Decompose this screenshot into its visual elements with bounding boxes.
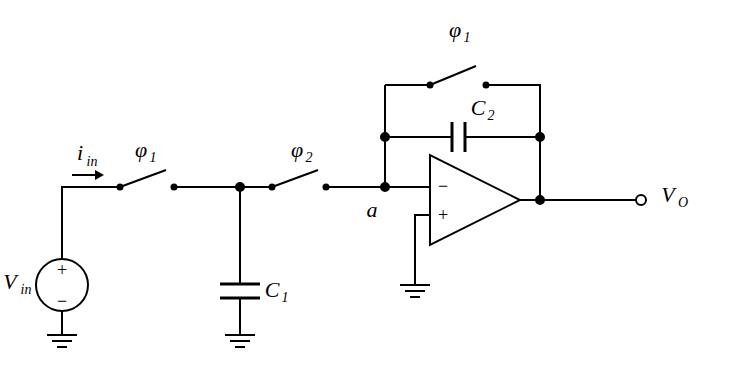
component-name: C — [265, 279, 280, 301]
op-amp — [430, 155, 520, 245]
arrow-head — [95, 170, 104, 180]
signal-name: V — [661, 184, 674, 206]
wire — [415, 215, 430, 285]
current-name: i — [77, 142, 83, 164]
switch — [270, 170, 329, 190]
node-name: a — [367, 199, 378, 221]
subscript: in — [21, 283, 32, 297]
wire — [174, 186, 270, 188]
pin-sign: + — [438, 206, 448, 224]
wire — [465, 136, 540, 138]
current-arrow — [72, 174, 98, 176]
signal-name: V — [3, 271, 16, 293]
subscript: 1 — [282, 291, 289, 305]
switch — [428, 66, 489, 88]
polarity-sign: + — [57, 261, 67, 279]
wire — [385, 84, 430, 86]
ground-symbol — [47, 335, 77, 347]
wire — [385, 136, 452, 138]
component-name: C — [471, 97, 486, 119]
clock-phase: φ — [449, 19, 461, 41]
subscript: O — [678, 196, 688, 210]
polarity-sign: − — [57, 292, 67, 310]
pin-sign: − — [438, 177, 448, 195]
ground-symbol — [400, 285, 430, 297]
clock-phase: φ — [135, 139, 147, 161]
subscript: 1 — [150, 151, 157, 165]
wire — [486, 85, 540, 200]
junction-dot — [536, 196, 544, 204]
subscript: 2 — [488, 109, 495, 123]
subscript: 1 — [464, 31, 471, 45]
wire — [239, 298, 241, 335]
clock-phase: φ — [291, 139, 303, 161]
subscript: in — [87, 155, 98, 169]
wire — [239, 187, 241, 284]
wire — [326, 186, 430, 188]
ground-symbol — [225, 335, 255, 347]
subscript: 2 — [306, 151, 313, 165]
voltage-source — [36, 259, 88, 311]
capacitor-symbol — [220, 284, 260, 298]
wire — [61, 311, 63, 335]
capacitor-symbol — [452, 122, 465, 152]
output-terminal — [636, 195, 646, 205]
wire — [62, 187, 118, 259]
switch — [118, 170, 177, 190]
